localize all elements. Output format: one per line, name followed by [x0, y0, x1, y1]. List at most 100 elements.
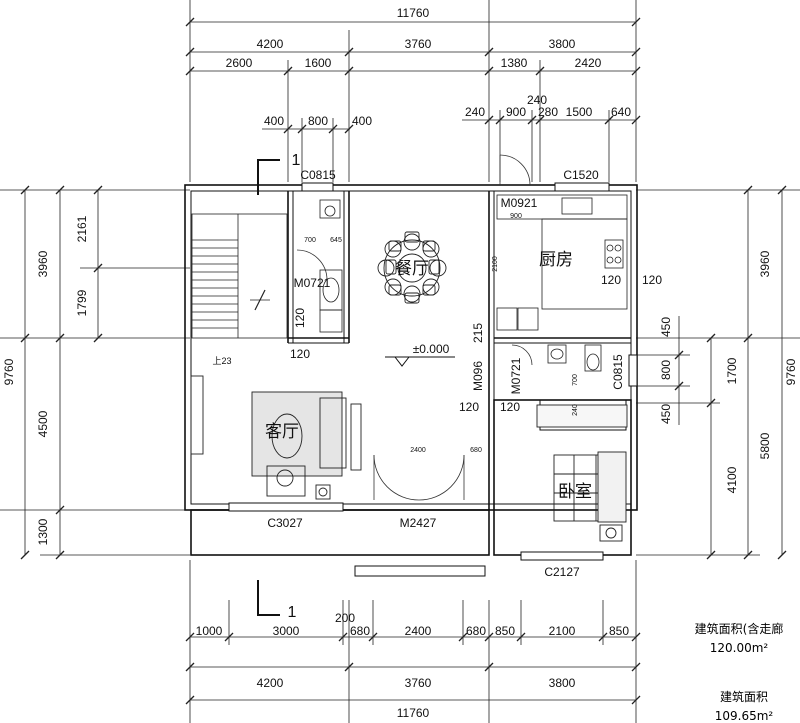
label-c2127: C2127	[544, 565, 580, 579]
kitchen-counter	[496, 194, 628, 310]
dim-inner-240: 240	[572, 404, 579, 416]
label-m0721-a: M0721	[294, 276, 331, 290]
small-dimension-texts: 2400 680 900 700 645 2100 700 240	[304, 213, 579, 454]
dim-inner-900: 900	[510, 213, 522, 220]
area-value: 109.65m²	[714, 709, 774, 723]
label-m096: M096	[471, 361, 485, 391]
dim-top-400b: 400	[352, 114, 372, 128]
windows	[228, 182, 638, 577]
dim-left-total: 9760	[2, 358, 16, 385]
bottom-dimension-lines	[189, 560, 637, 723]
dim-top-640: 640	[611, 105, 631, 119]
bathroom-fixtures	[319, 199, 602, 372]
dim-inner-645: 645	[330, 237, 342, 244]
dim-right-1700: 1700	[725, 357, 739, 384]
label-m2427: M2427	[400, 516, 437, 530]
room-bedroom: 卧室	[558, 482, 592, 502]
area-label: 建筑面积	[719, 690, 768, 704]
dim-left-1300: 1300	[36, 518, 50, 545]
label-c0815-top: C0815	[300, 168, 336, 182]
dim-inner-2400: 2400	[410, 447, 426, 454]
dim-top-1500: 1500	[566, 105, 593, 119]
dim-right-3960: 3960	[758, 250, 772, 277]
dim-bottom-2400: 2400	[405, 624, 432, 638]
dim-top-3760: 3760	[405, 37, 432, 51]
dim-top-240: 240	[465, 105, 485, 119]
door-swings	[296, 154, 533, 501]
dim-top-280: 280	[538, 105, 558, 119]
dim-right-450a: 450	[659, 317, 673, 337]
dimension-texts: 11760 4200 3760 3800 2600 1600 1380 2420…	[2, 6, 798, 720]
dim-right-5800: 5800	[758, 432, 772, 459]
dim-right-4100: 4100	[725, 466, 739, 493]
dim-inner-120a: 120	[601, 273, 621, 287]
dim-left-2161: 2161	[75, 215, 89, 242]
dim-top-900: 900	[506, 105, 526, 119]
dim-top-400a: 400	[264, 114, 284, 128]
area-value-with-corridor: 120.00m²	[709, 641, 769, 655]
dim-bottom-1000: 1000	[196, 624, 223, 638]
bedroom-furniture	[536, 404, 628, 542]
dim-top-2600: 2600	[226, 56, 253, 70]
dim-bottom-850b: 850	[609, 624, 629, 638]
dim-bottom-3800: 3800	[549, 676, 576, 690]
dim-bottom-2100: 2100	[549, 624, 576, 638]
dim-inner-120b: 120	[642, 273, 662, 287]
dim-top-2420: 2420	[575, 56, 602, 70]
dim-top-3800: 3800	[549, 37, 576, 51]
dim-inner-680: 680	[470, 447, 482, 454]
room-kitchen: 厨房	[539, 250, 573, 270]
dim-bottom-total: 11760	[397, 706, 430, 720]
dim-bottom-3760: 3760	[405, 676, 432, 690]
dim-left-3960: 3960	[36, 250, 50, 277]
dim-top-1380: 1380	[501, 56, 528, 70]
dim-top-800: 800	[308, 114, 328, 128]
dim-left-4500: 4500	[36, 410, 50, 437]
section-marks	[257, 159, 280, 616]
level-marker	[385, 356, 455, 367]
element-labels: C0815 C1520 M0921 M0721 C3027 M2427 C212…	[212, 152, 625, 621]
label-c0815-side: C0815	[611, 354, 625, 390]
dim-inner-120f: 120	[293, 308, 307, 328]
dining-table	[377, 231, 447, 304]
side-dimension-ticks	[20, 185, 787, 560]
dim-bottom-200: 200	[335, 611, 355, 625]
dim-top-240b: 240	[527, 93, 547, 107]
side-dimension-lines	[0, 189, 800, 556]
room-living: 客厅	[265, 422, 299, 442]
dim-inner-700b: 700	[572, 374, 579, 386]
dim-inner-120c: 120	[459, 400, 479, 414]
stair-up-label: 上23	[212, 356, 231, 366]
dim-bottom-680b: 680	[466, 624, 486, 638]
dim-inner-215: 215	[471, 323, 485, 343]
area-label-with-corridor: 建筑面积(含走廊	[694, 622, 784, 636]
label-c3027: C3027	[267, 516, 303, 530]
area-info-1: 建筑面积(含走廊 120.00m²	[684, 620, 794, 655]
label-level: ±0.000	[413, 342, 450, 356]
area-info-2: 建筑面积 109.65m²	[694, 688, 794, 723]
dim-top-4200: 4200	[257, 37, 284, 51]
dim-bottom-3000: 3000	[273, 624, 300, 638]
room-dining: 餐厅	[395, 259, 429, 279]
dim-right-total: 9760	[784, 358, 798, 385]
section-mark-bottom: 1	[288, 604, 297, 621]
label-c1520: C1520	[563, 168, 599, 182]
dim-top-1600: 1600	[305, 56, 332, 70]
label-m0921: M0921	[501, 196, 538, 210]
staircase	[191, 213, 288, 339]
dim-left-1799: 1799	[75, 289, 89, 316]
dim-right-800: 800	[659, 360, 673, 380]
dim-bottom-680a: 680	[350, 624, 370, 638]
dim-bottom-4200: 4200	[257, 676, 284, 690]
dim-inner-2100: 2100	[492, 256, 499, 272]
dim-right-450b: 450	[659, 404, 673, 424]
dim-top-total: 11760	[397, 6, 430, 20]
bottom-dimension-ticks	[185, 632, 641, 705]
living-furniture	[190, 375, 362, 500]
room-names: 厨房 餐厅 客厅 卧室	[265, 250, 592, 502]
dim-inner-120d: 120	[500, 400, 520, 414]
section-mark-top: 1	[292, 152, 301, 169]
dim-bottom-850a: 850	[495, 624, 515, 638]
dim-inner-700a: 700	[304, 237, 316, 244]
